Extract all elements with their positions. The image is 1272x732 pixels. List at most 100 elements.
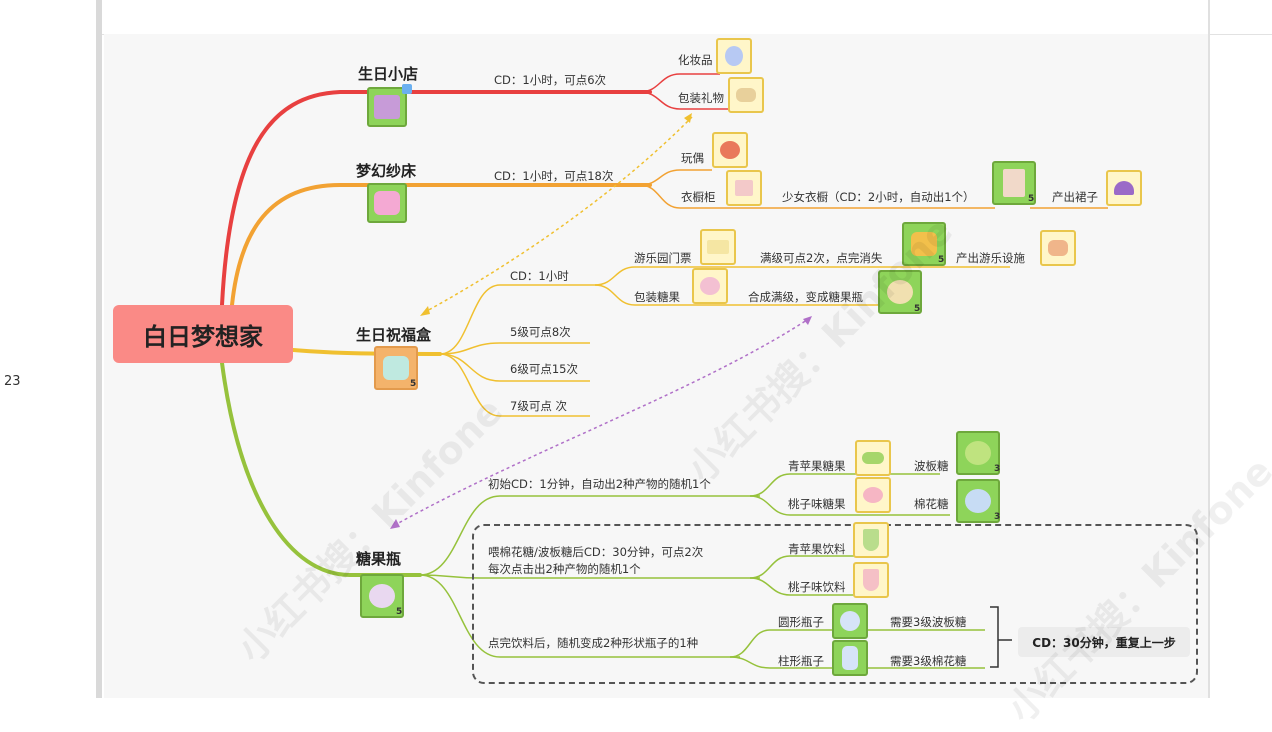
root-node[interactable]: 白日梦想家 [113, 305, 293, 363]
dotted-arrow-orange-head [420, 306, 430, 316]
candy-jar-icon[interactable] [360, 574, 404, 618]
row-number: 23 [4, 374, 21, 389]
box-level-5: 5级可点8次 [510, 325, 571, 339]
skirt-output-label: 产出裙子 [1052, 190, 1098, 204]
connector-bottle-after [419, 574, 740, 658]
dotted-arrow-orange-tail [684, 113, 692, 123]
ride-icon[interactable] [1040, 230, 1076, 266]
dotted-arrow-purple [394, 317, 811, 526]
fed-cd-line2: 每次点击出2种产物的随机1个 [488, 562, 641, 576]
blessing-box-icon[interactable] [374, 346, 418, 390]
root-label: 白日梦想家 [143, 322, 263, 351]
amusement-level: 5 [938, 255, 945, 265]
dotted-arrow-orange [424, 116, 693, 313]
connector-box-level6 [439, 353, 590, 382]
dotted-arrow-purple-tail [803, 316, 812, 325]
connector-bed-plush [639, 169, 712, 186]
candy-note: 合成满级，变成糖果瓶 [748, 290, 863, 304]
wardrobe-note: 少女衣橱（CD：2小时，自动出1个） [782, 190, 975, 204]
connector-initial-peach [749, 495, 950, 516]
branch-title-bed[interactable]: 梦幻纱床 [356, 162, 417, 180]
connector-shop-cosmetics [639, 73, 720, 93]
lollipop-level: 3 [994, 464, 1001, 474]
cotton-candy-icon[interactable] [956, 479, 1000, 523]
branch-title-bottle[interactable]: 糖果瓶 [356, 550, 402, 568]
peach-drink-icon[interactable] [853, 562, 889, 598]
ticket-output-label: 产出游乐设施 [956, 251, 1025, 265]
connector-bottle-initial [419, 495, 760, 576]
round-jar-label: 圆形瓶子 [778, 615, 824, 629]
bracket [990, 606, 1012, 668]
cell-left-border [96, 0, 102, 698]
wardrobe-icon[interactable] [726, 170, 762, 206]
blessing-box-level: 5 [410, 379, 417, 389]
connector-bed-wardrobe [639, 184, 995, 209]
girl-wardrobe-icon[interactable] [992, 161, 1036, 205]
connector-fed-greendrink [749, 555, 855, 579]
box-cd-text: CD：1小时 [510, 269, 569, 283]
cell-right-border [1208, 0, 1210, 698]
initial-peach-candy-label: 桃子味糖果 [788, 497, 846, 511]
lollipop-icon[interactable] [956, 431, 1000, 475]
connector-box-level5 [439, 342, 590, 355]
tall-jar-label: 柱形瓶子 [778, 654, 824, 668]
gift-wrap-icon[interactable] [728, 77, 764, 113]
connector-root-bed [230, 183, 652, 307]
amusement-icon[interactable] [902, 222, 946, 266]
bed-item-wardrobe-label: 衣橱柜 [681, 190, 716, 204]
initial-green-candy-label: 青苹果糖果 [788, 459, 846, 473]
green-candy-icon[interactable] [855, 440, 891, 476]
connector-initial-green [749, 473, 940, 497]
dotted-arrow-purple-head [390, 519, 400, 529]
ticket-icon[interactable] [700, 229, 736, 265]
candy-jar-level: 5 [396, 607, 403, 617]
connector-shop-giftwrap [639, 91, 728, 110]
green-drink-icon[interactable] [853, 522, 889, 558]
canopy-bed-icon[interactable] [367, 183, 407, 223]
ticket-note: 满级可点2次，点完消失 [760, 251, 883, 265]
box-item-ticket-label: 游乐园门票 [634, 251, 692, 265]
lollipop-label: 波板糖 [914, 459, 949, 473]
candy-jar-result-level: 5 [914, 304, 921, 314]
round-jar-icon[interactable] [832, 603, 868, 639]
left-gutter [38, 0, 98, 698]
branch-title-shop[interactable]: 生日小店 [358, 65, 419, 83]
peach-drink-label: 桃子味饮料 [788, 580, 846, 594]
bottle-initial-cd: 初始CD：1分钟，自动出2种产物的随机1个 [488, 477, 711, 491]
fed-cd-line1: 喂棉花糖/波板糖后CD：30分钟，可点2次 [488, 545, 704, 559]
connector-box-level7 [439, 353, 590, 417]
peach-candy-icon[interactable] [855, 477, 891, 513]
tall-jar-icon[interactable] [832, 640, 868, 676]
fed-bottle-dashed-group [472, 524, 1198, 684]
cd-repeat-text: CD：30分钟，重复上一步 [1032, 635, 1176, 650]
mirror-icon[interactable] [716, 38, 752, 74]
cotton-candy-level: 3 [994, 512, 1001, 522]
candy-bag-icon[interactable] [692, 268, 728, 304]
connector-bottle-fed [419, 574, 760, 579]
connector-root-shop [220, 90, 652, 307]
candy-jar-result-icon[interactable] [878, 270, 922, 314]
box-level-6: 6级可点15次 [510, 362, 578, 376]
mindmap-canvas [104, 34, 1208, 698]
cotton-candy-label: 棉花糖 [914, 497, 949, 511]
after-drink-text: 点完饮料后，随机变成2种形状瓶子的1种 [488, 636, 699, 650]
connector-fed-peachdrink [749, 577, 855, 596]
shop-icon[interactable] [367, 84, 412, 127]
girl-wardrobe-level: 5 [1028, 194, 1035, 204]
shop-item-cosmetics-label: 化妆品 [678, 53, 713, 67]
connector-cd-ticket [594, 266, 1010, 286]
box-item-candy-label: 包装糖果 [634, 290, 680, 304]
plush-toy-icon[interactable] [712, 132, 748, 168]
connector-box-cd [439, 284, 600, 355]
shop-item-giftwrap-label: 包装礼物 [678, 91, 724, 105]
bed-item-plush-label: 玩偶 [681, 151, 704, 165]
tall-jar-need: 需要3级棉花糖 [890, 654, 967, 668]
connector-after-tall [729, 656, 985, 669]
box-level-7: 7级可点 次 [510, 399, 567, 413]
green-drink-label: 青苹果饮料 [788, 542, 846, 556]
skirt-icon[interactable] [1106, 170, 1142, 206]
cd-repeat-note: CD：30分钟，重复上一步 [1018, 627, 1190, 657]
connector-root-bottle [220, 361, 422, 577]
branch-title-box[interactable]: 生日祝福盒 [356, 326, 432, 344]
connector-after-round [729, 629, 985, 658]
